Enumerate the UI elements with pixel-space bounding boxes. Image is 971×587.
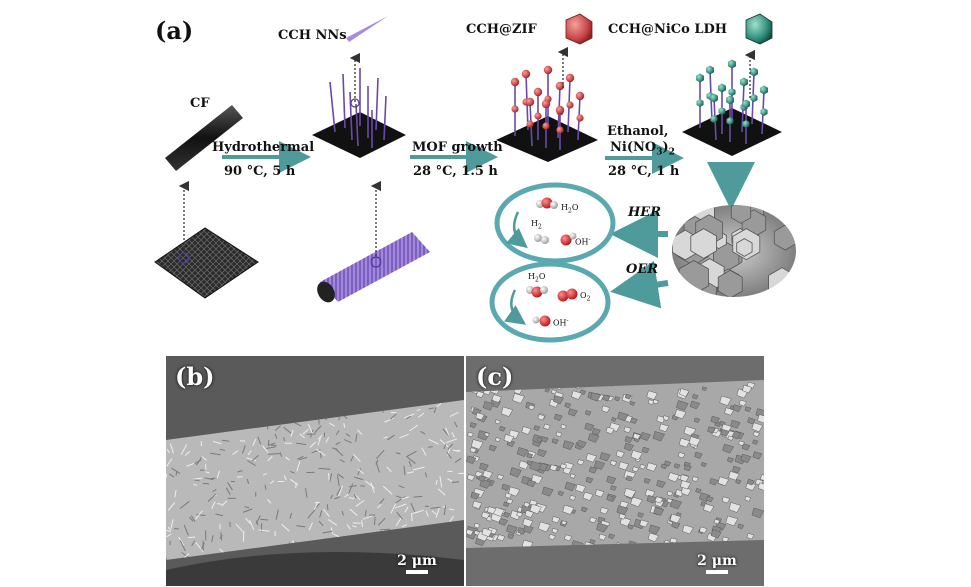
carbon-cloth-square: [154, 227, 259, 299]
chem-oh-oer: OH-: [553, 317, 569, 328]
label-ethanol-conditions: 28 °C, 1 h: [608, 164, 680, 179]
scalebar-b: 2 μm: [392, 553, 442, 574]
cch-nico-ldh-substrate: [682, 59, 782, 156]
oer-reaction-circle: [489, 261, 611, 343]
chem-oh-her: OH-: [575, 236, 591, 247]
label-oer: OER: [626, 262, 659, 277]
arrow-oer: [610, 260, 669, 309]
label-her: HER: [628, 205, 661, 220]
needle-coated-fiber: [317, 232, 430, 303]
scalebar-b-label: 2 μm: [397, 553, 437, 569]
carbon-fiber-rod: [165, 105, 243, 171]
label-nickel-nitrate: Ni(NO3)2: [610, 140, 675, 158]
sem-panel-c-image: [466, 356, 764, 586]
her-reaction-circle: [494, 182, 616, 264]
needle-icon: [346, 16, 388, 42]
ldh-crystal-icon: [745, 13, 773, 45]
chem-h2o-oer: H2O: [528, 272, 546, 284]
scalebar-c-label: 2 μm: [697, 553, 737, 569]
chem-o2-oer: O2: [580, 291, 591, 303]
label-cf: CF: [190, 96, 210, 111]
label-cch-zif: CCH@ZIF: [466, 22, 537, 37]
label-cch-nico-ldh: CCH@NiCo LDH: [608, 22, 728, 37]
panel-label-b: (b): [175, 362, 215, 391]
zoom-circle-needle: [350, 98, 360, 108]
cch-nns-substrate: [312, 68, 406, 158]
panel-label-a: (a): [155, 16, 194, 45]
sem-panel-b-image: [166, 356, 464, 586]
scalebar-c-bar: [706, 570, 728, 574]
panel-label-c: (c): [476, 362, 514, 391]
label-ethanol: Ethanol,: [607, 124, 669, 139]
chem-h2-her: H2: [531, 219, 542, 231]
chem-h2o-her: H2O: [561, 203, 579, 215]
label-hydrothermal: Hydrothermal: [212, 140, 315, 155]
label-hydrothermal-conditions: 90 °C, 5 h: [224, 164, 296, 179]
label-mof-growth: MOF growth: [412, 140, 503, 155]
cch-zif-substrate: [496, 65, 598, 162]
scalebar-b-bar: [406, 570, 428, 574]
zif-crystal-icon: [565, 13, 593, 45]
scalebar-c: 2 μm: [692, 553, 742, 574]
sem-ellipse-inset: [672, 205, 796, 297]
label-cch-nns: CCH NNs: [278, 28, 347, 43]
label-mof-conditions: 28 °C, 1.5 h: [413, 164, 498, 179]
